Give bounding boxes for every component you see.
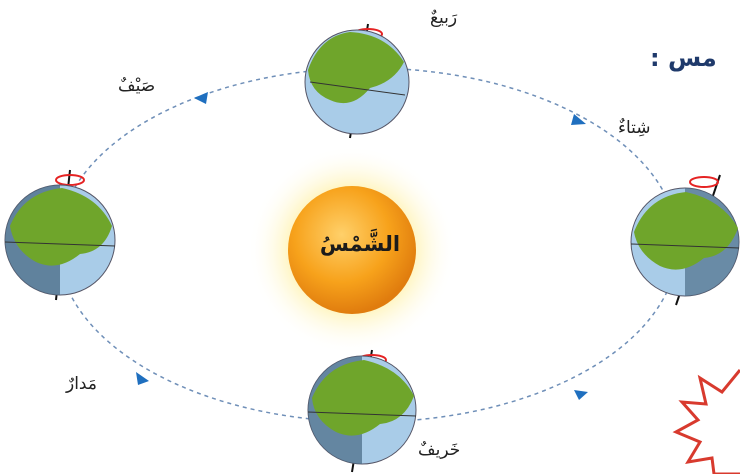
orbit-label: مَدارٌ xyxy=(66,374,97,394)
sun-label: الشَّمْسُ xyxy=(319,232,401,256)
orbit-arrow-icon xyxy=(571,114,586,125)
orbit-arrow-icon xyxy=(136,372,149,385)
season-label-winter: شِتاءٌ xyxy=(618,118,651,138)
burst-shape xyxy=(672,369,740,474)
season-label-summer: صَيْفٌ xyxy=(118,76,156,96)
page-heading: مس : xyxy=(650,44,717,72)
earth-autumn xyxy=(307,349,417,473)
season-label-autumn: خَريفٌ xyxy=(418,440,461,460)
orbit-arrow-icon xyxy=(574,390,588,400)
earth-summer xyxy=(4,169,116,301)
season-label-spring: رَبيعٌ xyxy=(430,8,458,28)
orbit-arrow-icon xyxy=(194,92,208,104)
sun xyxy=(248,146,456,354)
earth-spring xyxy=(304,23,410,139)
earth-winter xyxy=(630,174,740,306)
